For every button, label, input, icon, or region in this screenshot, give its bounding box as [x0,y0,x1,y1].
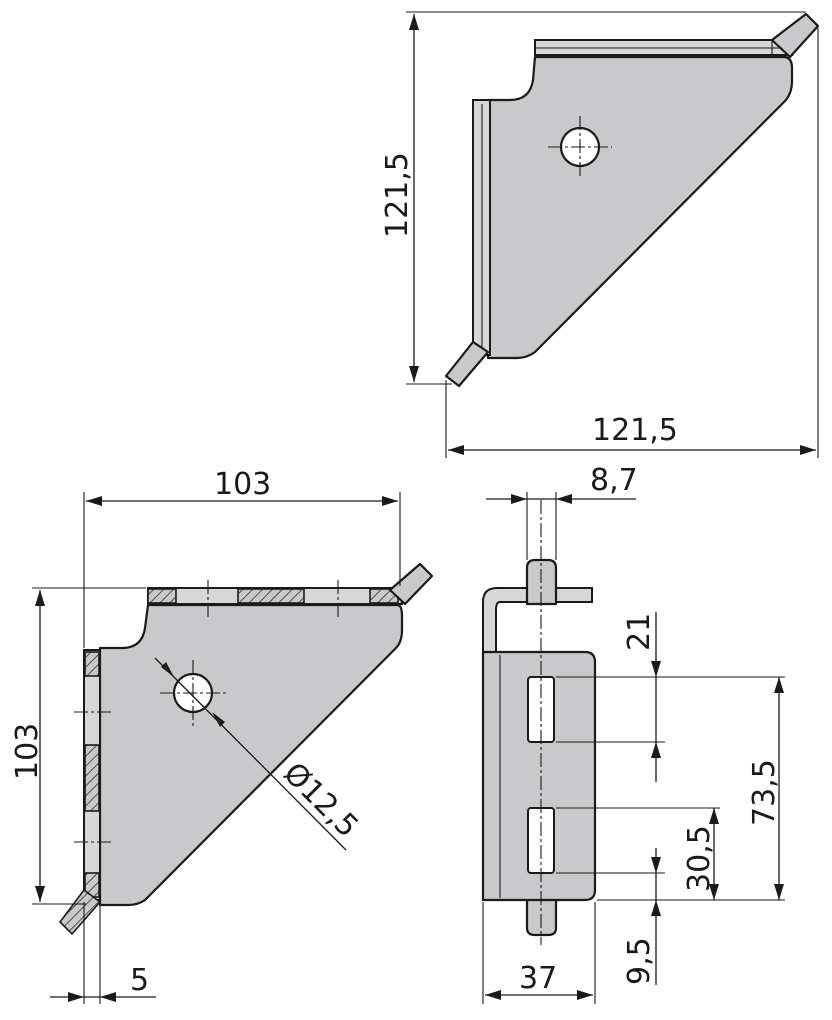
front-view-bottom-tab [58,888,102,936]
side-view-body [481,650,597,902]
front-view-top-tab [388,562,434,606]
top-view: 121,5 121,5 [380,11,820,458]
dim-bottom-offset: 9,5 [622,937,657,985]
dim-side-offset: 8,7 [590,463,638,498]
front-view: Ø12,5 103 103 5 [10,467,434,1004]
dim-side-width: 37 [519,961,557,996]
dim-top-width: 121,5 [592,413,678,448]
dim-front-height: 103 [10,723,45,780]
dim-hole-diameter: Ø12,5 [276,756,365,845]
dim-top-height: 121,5 [380,152,415,238]
top-view-plate [486,55,794,360]
dim-front-width: 103 [214,467,271,502]
dim-flange-thickness: 5 [130,963,149,998]
dim-slot-length: 21 [622,613,657,651]
dim-slot-gap: 30,5 [682,825,717,892]
top-view-top-tab [770,12,820,59]
dim-slot-spacing: 73,5 [747,759,782,826]
side-view: 8,7 21 30,5 73,5 9,5 37 [481,463,785,1004]
top-view-bottom-tab [444,340,490,388]
